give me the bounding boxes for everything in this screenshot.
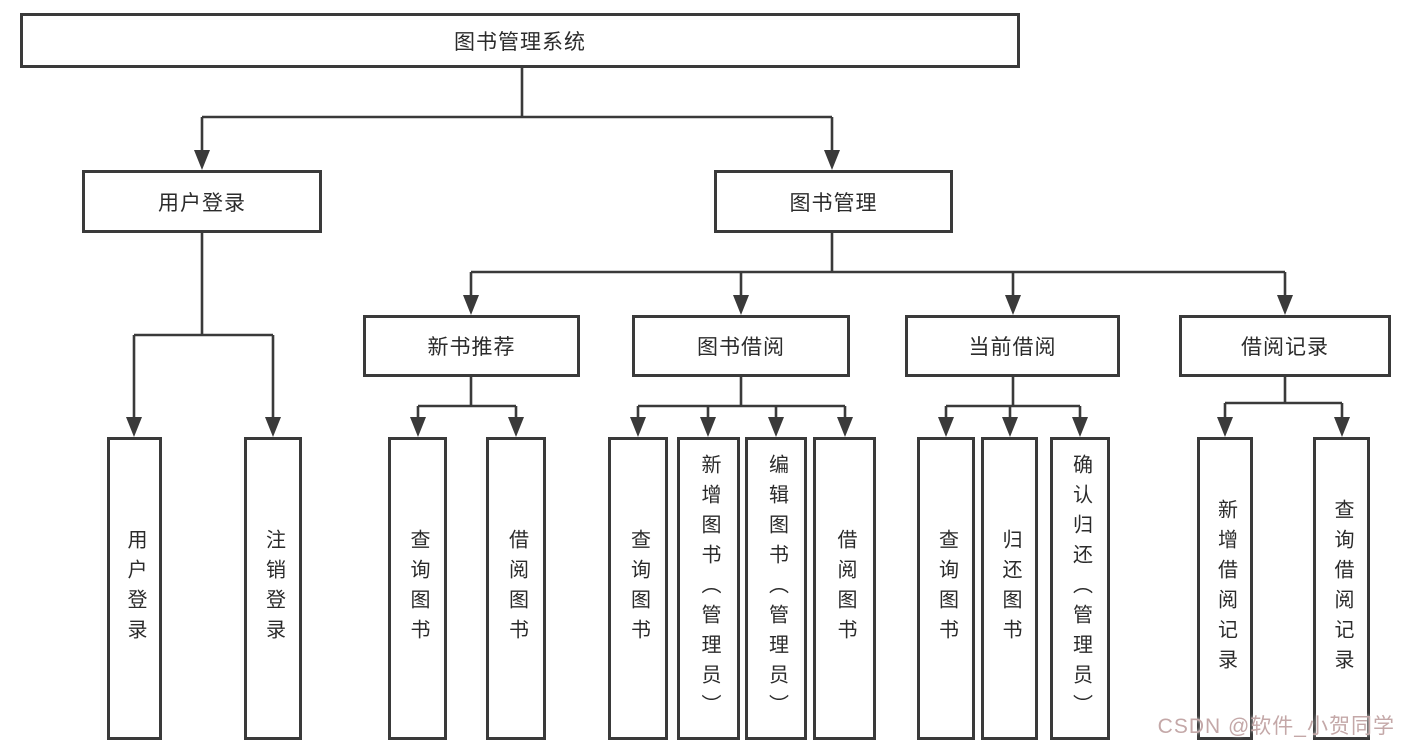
leaf-add-borrow-record: 新增借阅记录 (1197, 437, 1253, 740)
node-user-login-label: 用户登录 (158, 191, 246, 215)
node-book-borrowing-label: 图书借阅 (697, 336, 785, 359)
leaf-logout: 注销登录 (244, 437, 302, 740)
node-book-management-label: 图书管理 (789, 191, 878, 215)
node-book-management: 图书管理 (714, 170, 953, 233)
leaf-newbook-query-books-label: 查询图书 (407, 528, 429, 649)
leaf-add-book-admin-label: 新增图书（管理员） (698, 453, 720, 724)
node-new-book-recommend: 新书推荐 (363, 315, 580, 377)
node-borrowing-records: 借阅记录 (1179, 315, 1391, 377)
leaf-borrowing-borrow-books: 借阅图书 (813, 437, 876, 740)
leaf-newbook-borrow-books-label: 借阅图书 (505, 528, 528, 649)
leaf-current-query-books-label: 查询图书 (935, 528, 958, 649)
leaf-add-book-admin: 新增图书（管理员） (677, 437, 740, 740)
leaf-borrowing-borrow-books-label: 借阅图书 (834, 528, 856, 649)
node-user-login: 用户登录 (82, 170, 322, 233)
node-current-borrowing: 当前借阅 (905, 315, 1120, 377)
leaf-borrowing-query-books-label: 查询图书 (627, 528, 650, 649)
leaf-confirm-return-admin: 确认归还（管理员） (1050, 437, 1110, 740)
leaf-edit-book-admin-label: 编辑图书（管理员） (765, 453, 788, 724)
node-root-label: 图书管理系统 (454, 30, 586, 54)
leaf-query-borrow-record: 查询借阅记录 (1313, 437, 1370, 740)
leaf-return-books: 归还图书 (981, 437, 1038, 740)
node-borrowing-records-label: 借阅记录 (1241, 336, 1329, 359)
leaf-add-borrow-record-label: 新增借阅记录 (1214, 498, 1237, 679)
node-root: 图书管理系统 (20, 13, 1020, 68)
node-new-book-recommend-label: 新书推荐 (427, 336, 516, 359)
leaf-newbook-borrow-books: 借阅图书 (486, 437, 546, 740)
leaf-user-login: 用户登录 (107, 437, 162, 740)
node-book-borrowing: 图书借阅 (632, 315, 850, 377)
leaf-query-borrow-record-label: 查询借阅记录 (1331, 498, 1353, 679)
leaf-return-books-label: 归还图书 (999, 528, 1021, 649)
leaf-newbook-query-books: 查询图书 (388, 437, 447, 740)
csdn-watermark: CSDN @软件_小贺同学 (1157, 715, 1395, 738)
leaf-current-query-books: 查询图书 (917, 437, 975, 740)
node-current-borrowing-label: 当前借阅 (968, 336, 1057, 359)
leaf-logout-label: 注销登录 (262, 528, 285, 649)
leaf-user-login-label: 用户登录 (124, 528, 146, 649)
leaf-edit-book-admin: 编辑图书（管理员） (745, 437, 807, 740)
leaf-borrowing-query-books: 查询图书 (608, 437, 668, 740)
leaf-confirm-return-admin-label: 确认归还（管理员） (1069, 453, 1092, 724)
